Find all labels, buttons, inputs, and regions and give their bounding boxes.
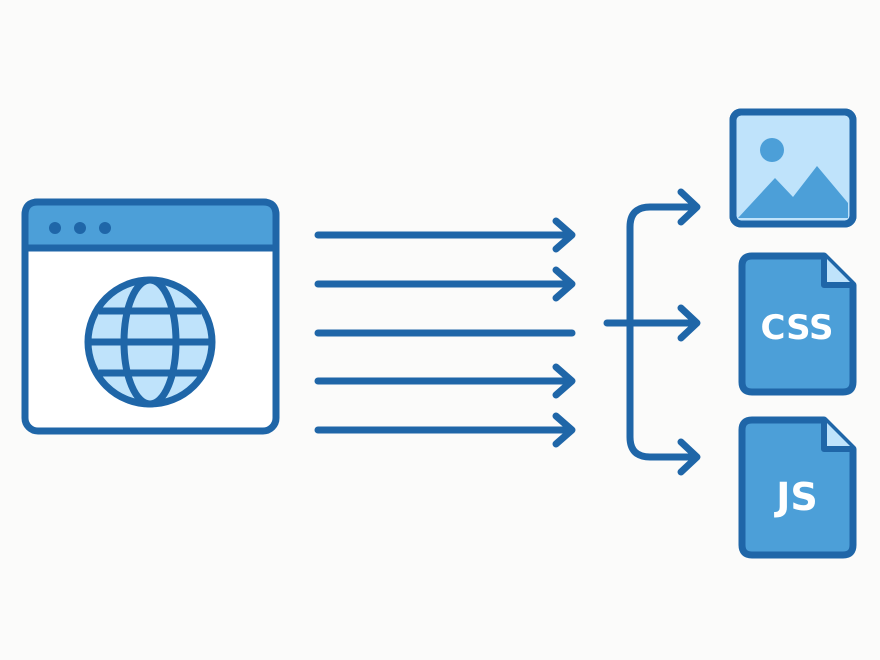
request-arrow [314, 363, 576, 399]
branch-trunk [626, 203, 700, 461]
css-file-label: CSS [760, 308, 833, 348]
window-control-dot [99, 222, 111, 234]
parallel-arrows [314, 217, 576, 448]
request-arrow [314, 217, 576, 253]
arrow-head-bottom [677, 438, 701, 476]
css-file-icon: CSS [738, 252, 857, 396]
arrow-head-middle [677, 304, 701, 342]
browser-title-bar [21, 198, 280, 252]
branching-arrows [603, 188, 701, 476]
js-file-label: JS [773, 475, 818, 519]
request-arrow [314, 266, 576, 302]
window-control-dot [49, 222, 61, 234]
globe-icon [84, 276, 216, 408]
window-control-dot [74, 222, 86, 234]
image-file-icon [729, 108, 857, 228]
js-file-icon: JS [738, 416, 857, 559]
request-arrow [314, 412, 576, 448]
browser-window [21, 198, 280, 435]
sun-icon [760, 138, 784, 162]
arrow-head-top [677, 188, 701, 226]
mountain-icon [738, 166, 848, 218]
